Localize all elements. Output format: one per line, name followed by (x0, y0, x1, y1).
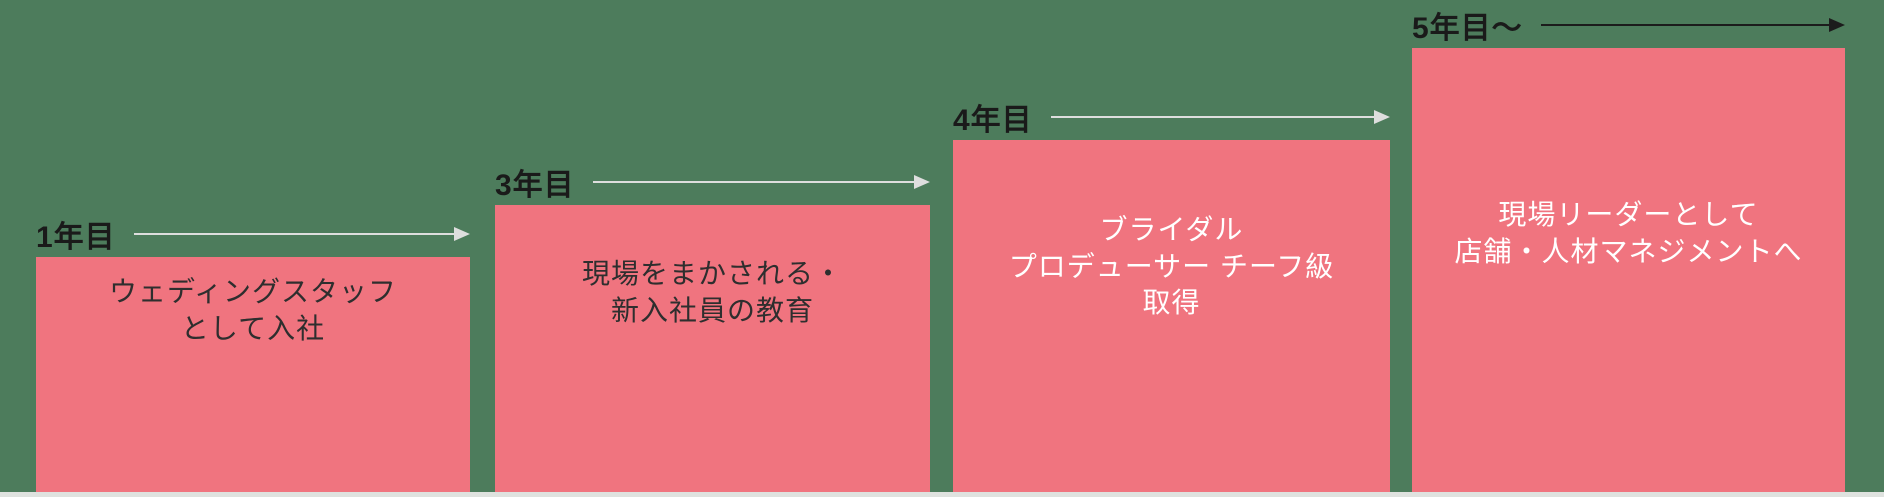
arrow-shaft (1050, 116, 1374, 118)
career-step-year5plus: 5年目〜 現場リーダーとして 店舗・人材マネジメントへ (1412, 2, 1845, 492)
year3-label-row: 3年目 (495, 159, 930, 205)
text-line: 現場をまかされる・ (581, 257, 843, 289)
arrow-shaft (1540, 24, 1829, 26)
year4-box-text: ブライダル プロデューサー チーフ級 取得 (1009, 212, 1335, 323)
year3-box-text: 現場をまかされる・ 新入社員の教育 (582, 256, 843, 330)
arrow-head (1374, 110, 1390, 124)
year4-label: 4年目 (953, 104, 1033, 137)
year5plus-box-text: 現場リーダーとして 店舗・人材マネジメントへ (1454, 197, 1802, 271)
year1-label-row: 1年目 (36, 211, 470, 257)
baseline-strip (0, 492, 1884, 497)
text-line: 店舗・人材マネジメントへ (1454, 236, 1803, 267)
right-arrow-icon (592, 175, 930, 189)
text-line: 現場リーダーとして (1498, 199, 1759, 231)
year5plus-label: 5年目〜 (1412, 12, 1523, 45)
year4-box: ブライダル プロデューサー チーフ級 取得 (953, 140, 1390, 492)
career-step-year3: 3年目 現場をまかされる・ 新入社員の教育 (495, 159, 930, 492)
text-line: ブライダル (1099, 213, 1244, 245)
right-arrow-icon (1540, 18, 1845, 32)
career-step-year1: 1年目 ウェディングスタッフ として入社 (36, 211, 470, 492)
year3-box: 現場をまかされる・ 新入社員の教育 (495, 205, 930, 492)
arrow-shaft (133, 233, 454, 235)
year1-label: 1年目 (36, 221, 116, 254)
text-line: として入社 (180, 312, 326, 344)
year5plus-label-row: 5年目〜 (1412, 2, 1845, 48)
arrow-head (1829, 18, 1845, 32)
year3-label: 3年目 (495, 169, 575, 202)
year1-box-text: ウェディングスタッフ として入社 (109, 274, 397, 348)
year4-label-row: 4年目 (953, 94, 1390, 140)
right-arrow-icon (133, 227, 470, 241)
text-line: 新入社員の教育 (610, 294, 814, 326)
arrow-head (914, 175, 930, 189)
year1-box: ウェディングスタッフ として入社 (36, 257, 470, 492)
career-step-year4: 4年目 ブライダル プロデューサー チーフ級 取得 (953, 94, 1390, 492)
arrow-shaft (592, 181, 914, 183)
text-line: ウェディングスタッフ (108, 275, 398, 307)
text-line: 取得 (1142, 287, 1201, 319)
arrow-head (454, 227, 470, 241)
text-line: プロデューサー チーフ級 (1008, 250, 1335, 282)
year5plus-box: 現場リーダーとして 店舗・人材マネジメントへ (1412, 48, 1845, 492)
right-arrow-icon (1050, 110, 1390, 124)
